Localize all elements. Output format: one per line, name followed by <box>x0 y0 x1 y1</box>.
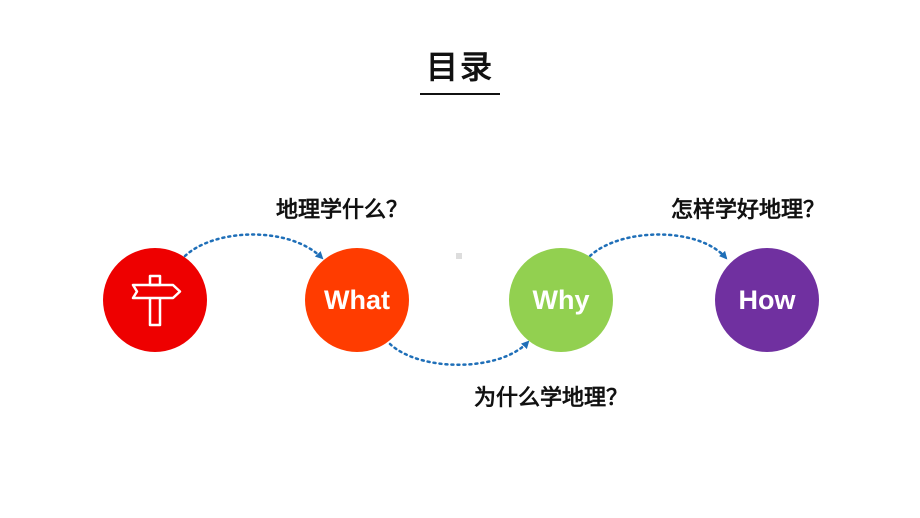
signpost-icon <box>131 274 182 327</box>
caption-what: 地理学什么？ <box>276 198 409 223</box>
step-what-label: What <box>324 284 390 315</box>
title-underline <box>420 93 500 95</box>
step-why-label: Why <box>532 284 590 315</box>
start-circle[interactable] <box>103 248 207 352</box>
step-what[interactable]: What <box>305 248 409 352</box>
page-title: 目录 <box>425 48 494 86</box>
connector-what-to-why <box>388 340 530 366</box>
connector-start-to-what <box>183 233 324 260</box>
caption-how: 怎样学好地理？ <box>671 198 826 223</box>
step-why[interactable]: Why <box>509 248 613 352</box>
step-how[interactable]: How <box>715 248 819 352</box>
step-how-label: How <box>738 284 796 315</box>
connector-why-to-how <box>588 233 728 260</box>
small-dot <box>456 253 462 259</box>
caption-why: 为什么学地理？ <box>474 386 629 411</box>
